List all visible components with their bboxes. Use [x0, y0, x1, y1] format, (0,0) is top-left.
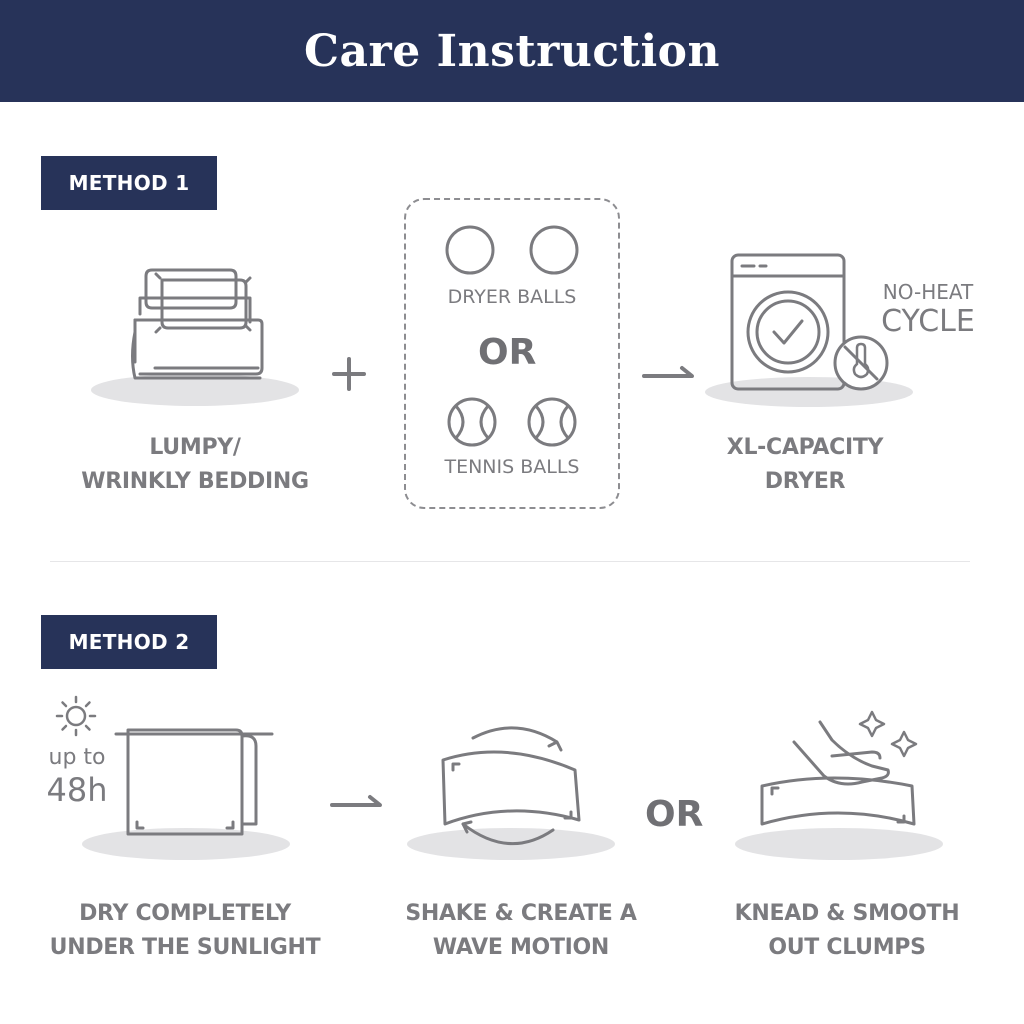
cycle-label: CYCLE	[881, 304, 975, 339]
bedding-label-line-1: LUMPY/	[149, 435, 241, 460]
knead-label-line-2: OUT CLUMPS	[768, 935, 926, 960]
dryer-label-line-2: DRYER	[764, 469, 846, 494]
page-title: Care Instruction	[303, 25, 721, 77]
method-2-tag: METHOD 2	[41, 615, 217, 669]
title-banner: Care Instruction	[0, 0, 1024, 102]
dryer-label: XL-CAPACITY DRYER	[690, 431, 920, 499]
dryer-aid-options-box	[404, 198, 620, 509]
method-1-tag: METHOD 1	[41, 156, 217, 210]
dryer-machine-icon	[705, 253, 913, 407]
shake-label-line-2: WAVE MOTION	[432, 935, 610, 960]
arrow-icon	[330, 795, 382, 807]
sun-label-line-1: DRY COMPLETELY	[79, 901, 291, 926]
sun-icon	[55, 695, 97, 737]
knead-label-line-1: KNEAD & SMOOTH	[734, 901, 960, 926]
bedding-label-line-2: WRINKLY BEDDING	[81, 469, 309, 494]
section-divider	[50, 561, 970, 562]
tennis-ball-icon	[447, 397, 577, 447]
sparkle-icon	[858, 710, 918, 758]
knead-label: KNEAD & SMOOTH OUT CLUMPS	[702, 897, 992, 965]
plus-icon	[332, 357, 366, 391]
dryer-ball-icon	[445, 225, 579, 275]
no-heat-label: NO-HEAT	[882, 280, 974, 304]
hours-label: 48h	[46, 771, 108, 809]
tennis-balls-label: TENNIS BALLS	[444, 456, 580, 478]
dryer-balls-label: DRYER BALLS	[447, 286, 577, 308]
bedding-stack-icon	[91, 268, 299, 406]
or-text-method-2: OR	[645, 794, 704, 835]
kneading-hand-icon	[735, 710, 943, 860]
up-to-label: up to	[48, 745, 106, 770]
no-heat-thermometer-icon	[833, 335, 889, 391]
hanging-blanket-icon	[82, 728, 290, 860]
arrow-icon	[642, 366, 694, 378]
wave-blanket-icon	[407, 726, 615, 860]
or-text-method-1: OR	[478, 332, 537, 373]
sun-label: DRY COMPLETELY UNDER THE SUNLIGHT	[40, 897, 330, 965]
shake-label: SHAKE & CREATE A WAVE MOTION	[376, 897, 666, 965]
bedding-label: LUMPY/ WRINKLY BEDDING	[60, 431, 330, 499]
sun-label-line-2: UNDER THE SUNLIGHT	[49, 935, 321, 960]
shake-label-line-1: SHAKE & CREATE A	[405, 901, 637, 926]
dryer-label-line-1: XL-CAPACITY	[726, 435, 884, 460]
